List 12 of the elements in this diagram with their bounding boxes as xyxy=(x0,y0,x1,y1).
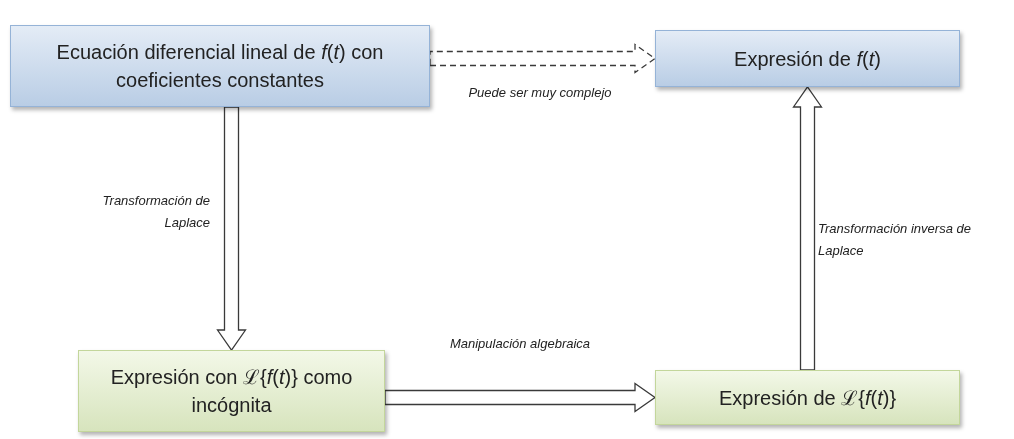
edge-label: Transformación inversa de Laplace xyxy=(818,220,972,260)
edge-label: Transformación de Laplace xyxy=(101,192,210,232)
process-box: Ecuación diferencial lineal de f(t) con coeficientes constantes xyxy=(10,25,430,107)
process-box: Expresión con ℒ{f(t)} como incógnita xyxy=(78,350,385,432)
hollow-arrow xyxy=(384,382,657,413)
process-box: Expresión de f(t) xyxy=(655,30,960,87)
hollow-arrow xyxy=(216,106,247,352)
hollow-arrow xyxy=(792,85,823,371)
edge-label: Puede ser muy complejo xyxy=(467,84,613,102)
edge-label: Manipulación algebraica xyxy=(448,335,592,353)
hollow-arrow xyxy=(429,43,657,74)
process-box: Expresión de ℒ{f(t)} xyxy=(655,370,960,425)
